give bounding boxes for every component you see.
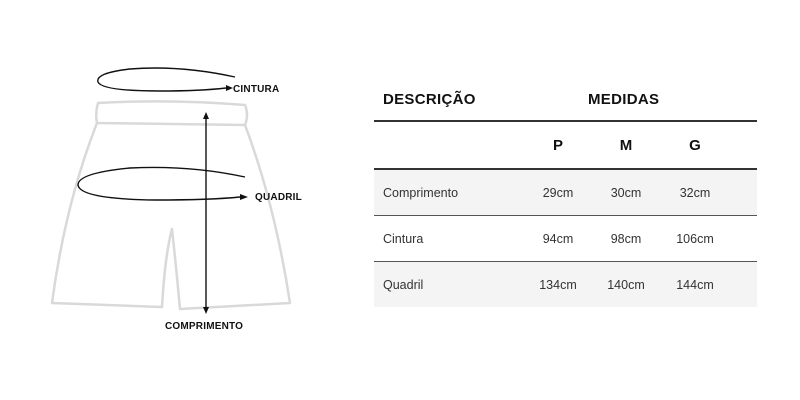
length-label: COMPRIMENTO [165, 321, 244, 332]
cell-value: 30cm [610, 186, 642, 200]
header-measures: MEDIDAS [588, 91, 660, 108]
row-label: Quadril [383, 278, 424, 292]
table-row: Quadril 134cm 140cm 144cm [374, 262, 757, 307]
size-header-row: P M G [374, 122, 757, 170]
cell-value: 98cm [610, 232, 642, 246]
shorts-outline-icon [50, 100, 292, 311]
waist-label: CINTURA [233, 84, 280, 95]
table-row: Comprimento 29cm 30cm 32cm [374, 170, 757, 216]
cell-value: 140cm [607, 278, 645, 292]
size-m: M [619, 137, 633, 154]
cell-value: 106cm [676, 232, 714, 246]
cell-value: 144cm [676, 278, 714, 292]
header-description: DESCRIÇÃO [383, 91, 476, 108]
table-header: DESCRIÇÃO MEDIDAS [374, 82, 757, 122]
waist-ellipse-arrow-icon [97, 67, 236, 92]
cell-value: 134cm [539, 278, 577, 292]
cell-value: 32cm [679, 186, 711, 200]
row-label: Comprimento [383, 186, 459, 200]
size-table: DESCRIÇÃO MEDIDAS P M G Comprimento 29cm… [374, 82, 757, 307]
length-double-arrow-icon [203, 112, 209, 314]
hip-label: QUADRIL [255, 192, 302, 203]
size-g: G [689, 137, 701, 154]
table-row: Cintura 94cm 98cm 106cm [374, 216, 757, 262]
measurement-diagram: CINTURA QUADRIL COMPRIMENTO [40, 55, 330, 345]
cell-value: 94cm [542, 232, 574, 246]
cell-value: 29cm [542, 186, 574, 200]
size-p: P [552, 137, 563, 154]
hip-ellipse-arrow-icon [77, 166, 248, 201]
row-label: Cintura [383, 232, 424, 246]
